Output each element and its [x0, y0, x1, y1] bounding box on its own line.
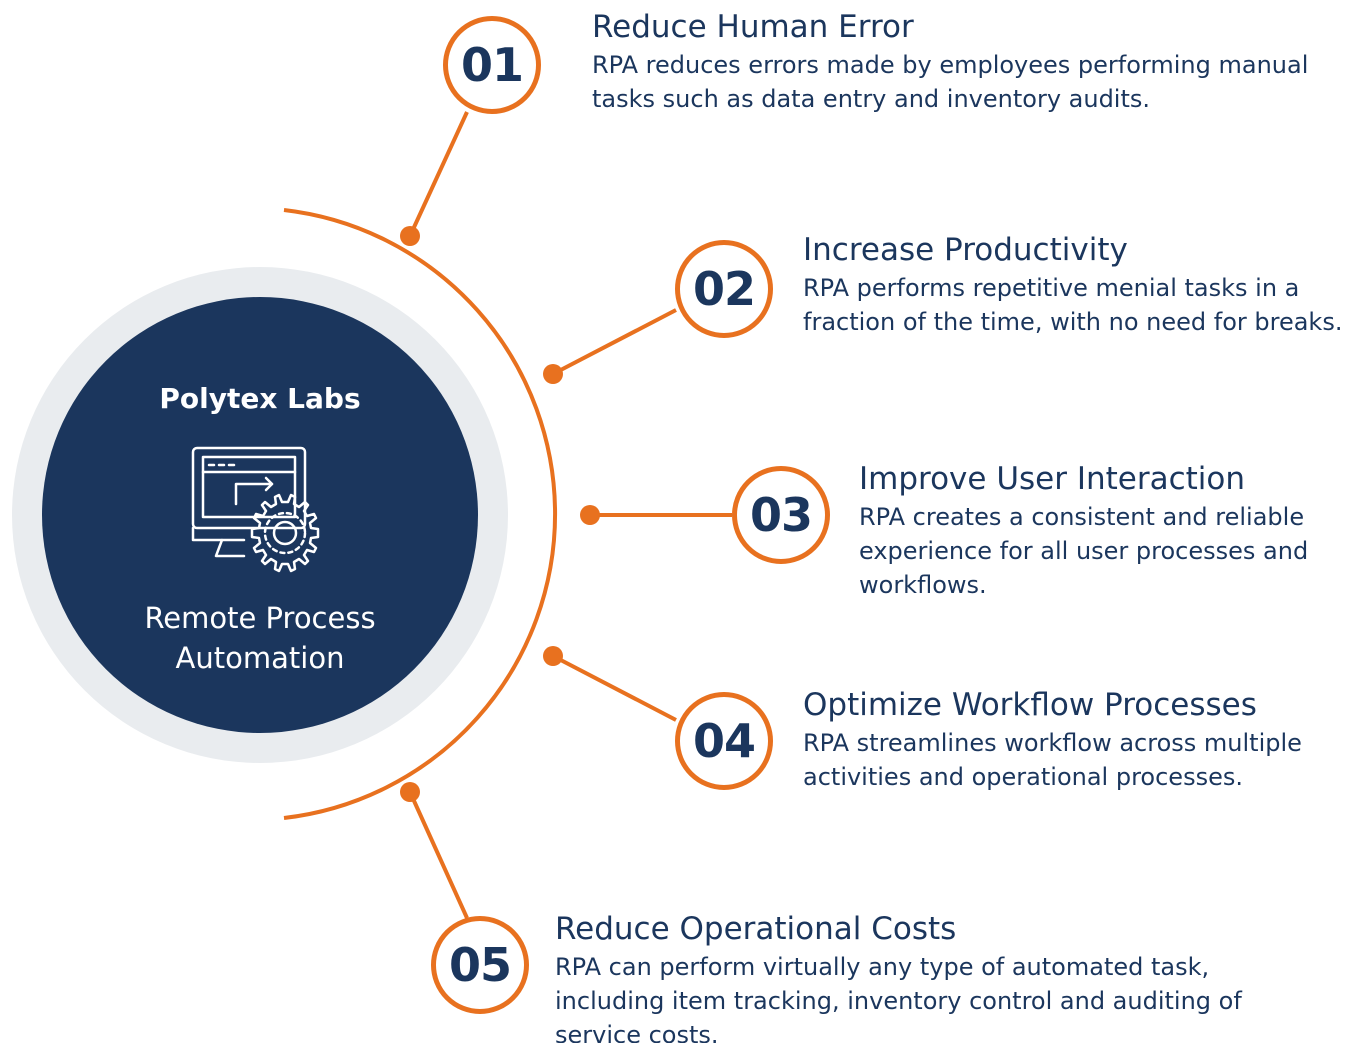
- benefit-description: RPA creates a consistent and reliable ex…: [859, 503, 1309, 599]
- step-number-03: 03: [732, 466, 830, 564]
- benefit-description: RPA can perform virtually any type of au…: [555, 953, 1242, 1043]
- benefit-description: RPA streamlines workflow across multiple…: [803, 729, 1302, 791]
- connector-dot-01: [400, 226, 420, 246]
- benefit-title: Optimize Workflow Processes: [803, 687, 1257, 723]
- benefit-item-01: Reduce Human Error RPA reduces errors ma…: [592, 8, 1342, 116]
- connector-dot-03: [580, 505, 600, 525]
- benefit-item-04: Optimize Workflow Processes RPA streamli…: [803, 686, 1343, 794]
- benefit-description: RPA performs repetitive menial tasks in …: [803, 274, 1343, 336]
- connector-line-04: [552, 654, 677, 722]
- benefit-item-05: Reduce Operational Costs RPA can perform…: [555, 910, 1275, 1043]
- benefit-title: Increase Productivity: [803, 232, 1128, 268]
- benefit-description: RPA reduces errors made by employees per…: [592, 51, 1309, 113]
- step-number-05: 05: [431, 916, 529, 1014]
- connector-dot-05: [400, 782, 420, 802]
- hub-subtitle: Remote Process Automation: [144, 601, 376, 675]
- step-number-04: 04: [675, 692, 773, 790]
- step-number-01: 01: [443, 16, 541, 114]
- connector-arc: [283, 208, 558, 820]
- benefit-item-02: Increase Productivity RPA performs repet…: [803, 231, 1351, 339]
- benefit-item-03: Improve User Interaction RPA creates a c…: [859, 460, 1339, 602]
- hub-title: Polytex Labs: [159, 382, 361, 415]
- connector-line-02: [552, 308, 677, 376]
- monitor-gear-icon: [191, 446, 320, 573]
- connector-line-01: [408, 111, 469, 237]
- benefit-title: Improve User Interaction: [859, 461, 1246, 497]
- step-number-02: 02: [675, 240, 773, 338]
- connector-dot-02: [543, 364, 563, 384]
- connector-dot-04: [543, 646, 563, 666]
- benefit-title: Reduce Operational Costs: [555, 911, 957, 947]
- connector-line-05: [408, 791, 469, 919]
- benefit-title: Reduce Human Error: [592, 9, 914, 45]
